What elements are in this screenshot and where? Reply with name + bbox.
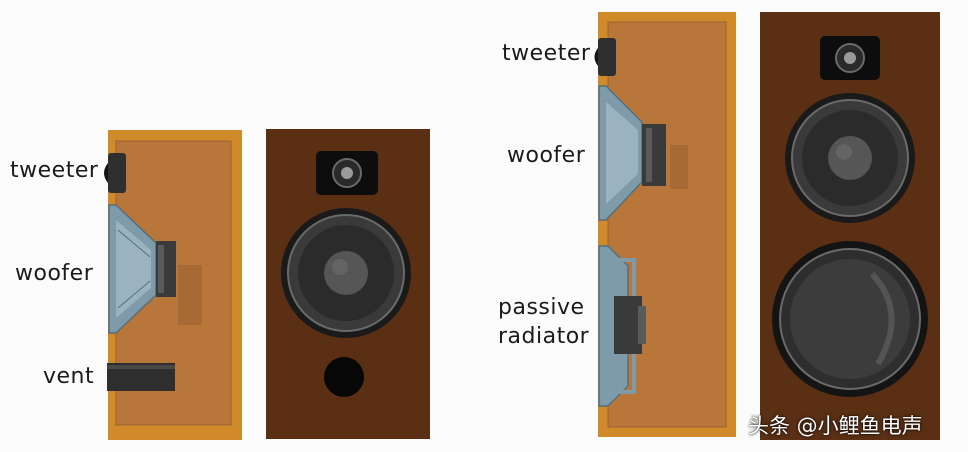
left-cabinet-front-view bbox=[266, 129, 430, 439]
label-tweeter-right: tweeter bbox=[502, 41, 591, 66]
vent-port-icon bbox=[324, 357, 364, 397]
label-woofer-right: woofer bbox=[507, 143, 586, 168]
right-cabinet-front-view bbox=[760, 12, 940, 440]
label-vent: vent bbox=[43, 364, 95, 389]
left-cabinet-side-view bbox=[104, 130, 242, 440]
right-cabinet-side-view bbox=[594, 12, 736, 437]
tweeter-front-icon-right bbox=[820, 36, 880, 80]
label-woofer-left: woofer bbox=[15, 261, 94, 286]
label-passive-right: passive bbox=[498, 295, 585, 320]
tweeter-front-icon bbox=[316, 151, 378, 195]
woofer-front-icon bbox=[281, 208, 411, 338]
tweeter-side-icon bbox=[104, 153, 126, 193]
vent-tube-icon bbox=[107, 363, 175, 391]
label-tweeter-left: tweeter bbox=[10, 158, 99, 183]
woofer-side-icon bbox=[108, 204, 176, 334]
woofer-side-icon-right bbox=[598, 85, 666, 221]
passive-radiator-front-icon bbox=[772, 241, 928, 397]
watermark: 头条 @小鲤鱼电声 bbox=[748, 414, 923, 438]
label-radiator-right: radiator bbox=[498, 324, 590, 349]
passive-radiator-side-icon bbox=[598, 245, 646, 407]
woofer-front-icon-right bbox=[785, 93, 915, 223]
tweeter-side-icon-right bbox=[594, 38, 616, 76]
